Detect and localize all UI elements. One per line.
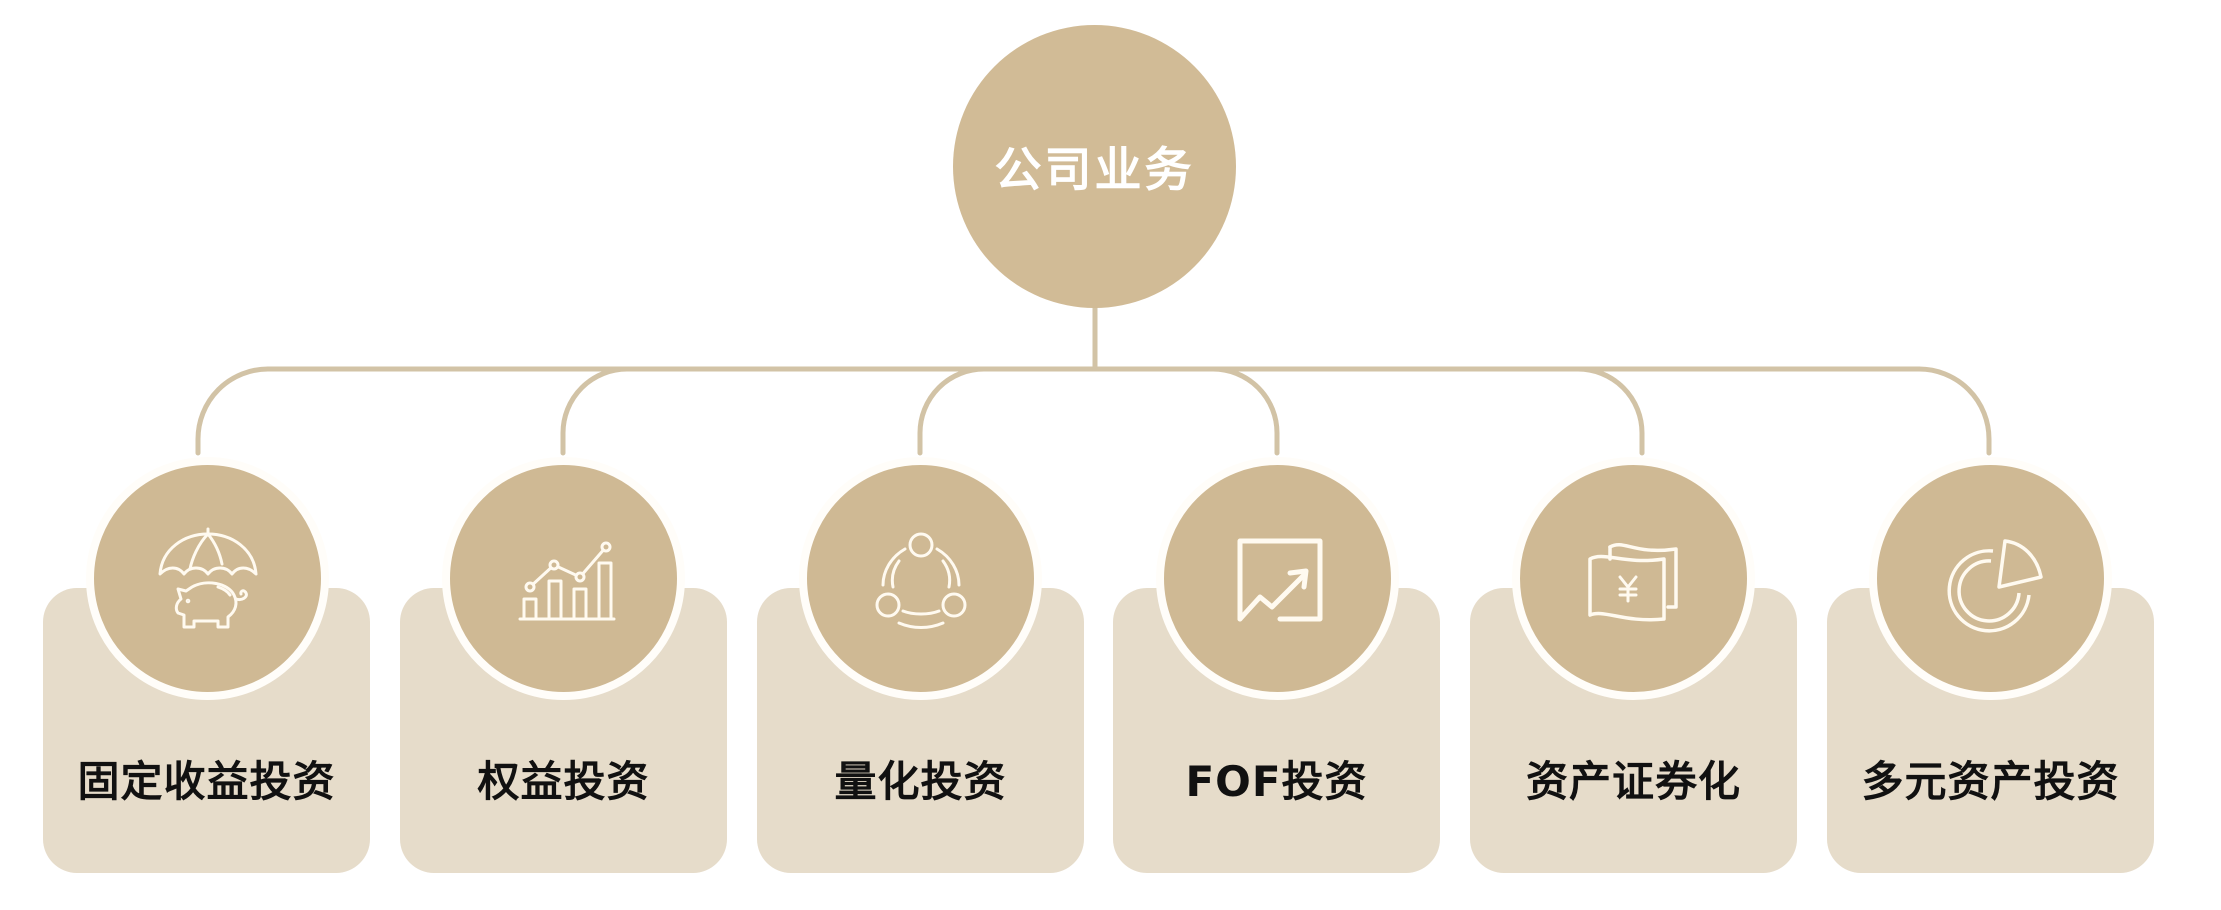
badge-quant bbox=[799, 457, 1042, 700]
business-card-securitization: 资产证券化 bbox=[1470, 588, 1797, 873]
pie-chart-icon bbox=[1946, 538, 2043, 633]
card-label: 权益投资 bbox=[477, 757, 650, 806]
yuan-banknote-icon bbox=[1587, 542, 1678, 621]
badge-fixed-income bbox=[86, 457, 329, 700]
card-label: 量化投资 bbox=[834, 757, 1007, 806]
badge-equity bbox=[442, 457, 685, 700]
umbrella-piggy-bank-icon bbox=[158, 527, 257, 628]
root-node-company-business: 公司业务 bbox=[953, 25, 1236, 308]
bar-line-chart-icon bbox=[518, 541, 615, 620]
badge-securitization bbox=[1512, 457, 1755, 700]
badge-fof bbox=[1156, 457, 1399, 700]
cycle-nodes-icon bbox=[875, 532, 966, 629]
badge-multi-asset bbox=[1869, 457, 2112, 700]
card-label: 多元资产投资 bbox=[1861, 757, 2120, 806]
card-label: 固定收益投资 bbox=[77, 757, 336, 806]
card-label: FOF投资 bbox=[1185, 757, 1368, 806]
trend-arrow-frame-icon bbox=[1237, 538, 1322, 621]
root-label: 公司业务 bbox=[994, 143, 1195, 198]
card-label: 资产证券化 bbox=[1525, 757, 1741, 806]
